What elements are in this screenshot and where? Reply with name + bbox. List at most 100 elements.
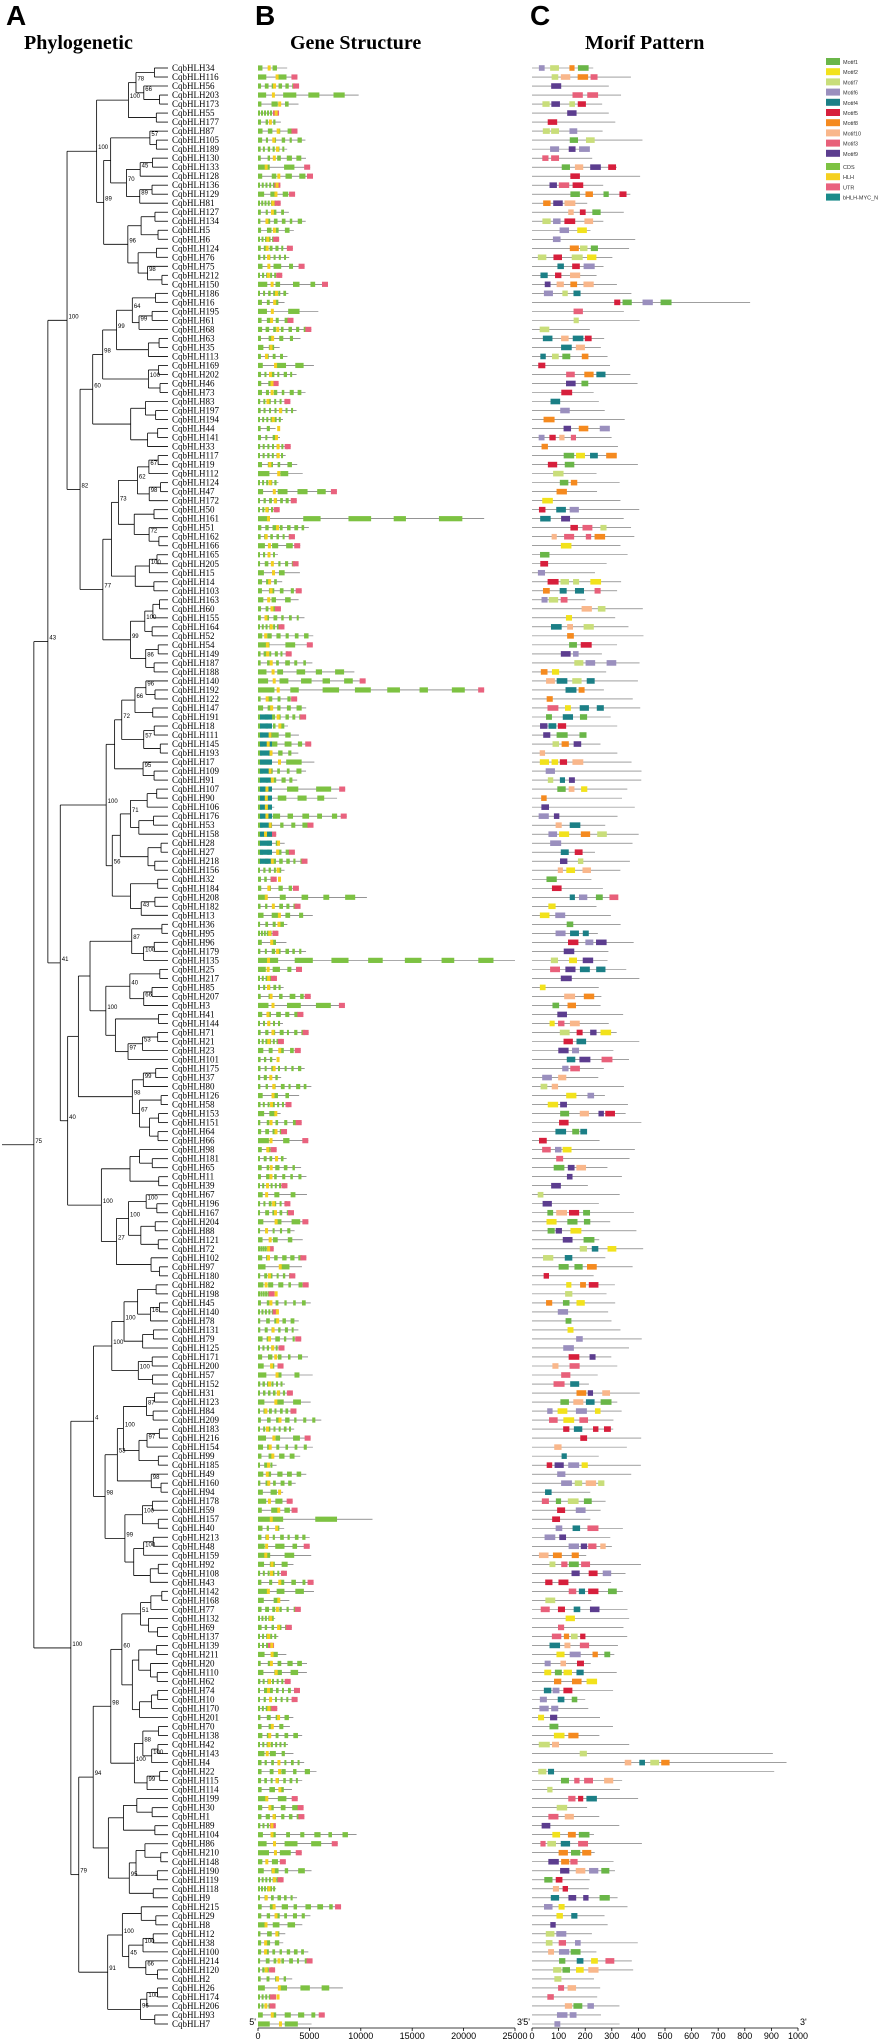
gene-label: CqbHLH205: [172, 559, 219, 569]
domain-hlh: [270, 1101, 274, 1108]
exon-cds: [267, 110, 270, 116]
motif-legend-swatch: [826, 88, 840, 96]
exon-cds: [269, 407, 272, 414]
motif-box: [562, 1300, 570, 1306]
exon-cds: [297, 1660, 302, 1667]
exon-cds: [292, 1805, 299, 1811]
bootstrap-value: 100: [151, 560, 162, 566]
exon-cds: [301, 1300, 306, 1306]
domain-hlh: [273, 83, 277, 89]
motif-box: [548, 1813, 559, 1820]
motif-box: [605, 1958, 615, 1964]
exon-cds: [275, 281, 281, 287]
motif-box: [557, 786, 566, 792]
exon-cds: [280, 498, 283, 504]
gene-label: CqbHLH58: [172, 1100, 215, 1110]
exon-cds: [258, 705, 264, 711]
exon-cds: [272, 552, 275, 558]
gene-structure-tick-label: 25000: [502, 2031, 527, 2039]
exon-cds: [269, 498, 272, 504]
domain-hlh: [269, 1516, 273, 1522]
exon-utr: [478, 687, 485, 693]
exon-cds: [298, 1174, 302, 1180]
motif-box: [571, 1570, 580, 1577]
exon-cds: [270, 1489, 277, 1495]
gene-label: CqbHLH135: [172, 955, 219, 965]
motif-box: [584, 1777, 593, 1784]
exon-cds: [258, 245, 261, 251]
exon-cds: [292, 1543, 298, 1549]
gene-label: CqbHLH121: [172, 1235, 219, 1245]
gene-label: CqbHLH86: [172, 1839, 215, 1849]
exon-cds: [273, 254, 276, 260]
motif-box: [540, 272, 548, 279]
motif-box: [543, 1273, 549, 1279]
motif-box: [545, 1489, 552, 1495]
exon-cds: [258, 1408, 260, 1414]
motif-box: [573, 651, 579, 657]
exon-cds: [268, 1426, 271, 1432]
exon-cds: [258, 1138, 269, 1144]
exon-cds: [265, 1606, 270, 1612]
exon-cds: [258, 471, 270, 477]
motif-box: [579, 209, 586, 216]
motif-box: [548, 597, 559, 603]
domain-hlh: [276, 1994, 280, 2000]
domain-hlh: [266, 741, 270, 747]
exon-cds: [258, 1020, 260, 1027]
gene-label: CqbHLH102: [172, 1253, 219, 1263]
motif-box: [573, 317, 579, 324]
domain-hlh: [268, 480, 272, 486]
exon-cds: [258, 1002, 269, 1009]
motif-box: [583, 1209, 591, 1216]
domain-bhlh-myc-n: [260, 750, 272, 756]
gene-label: CqbHLH1: [172, 1812, 210, 1822]
exon-cds: [282, 191, 289, 197]
exon-cds: [258, 1868, 264, 1874]
gene-label: CqbHLH184: [172, 883, 219, 893]
motif-box: [568, 939, 579, 946]
exon-cds: [258, 191, 265, 197]
motif-box: [569, 957, 577, 964]
motif-tick-label: 900: [764, 2031, 779, 2039]
gene-label: CqbHLH166: [172, 541, 219, 551]
exon-utr: [338, 1002, 345, 1009]
domain-hlh: [271, 1029, 275, 1036]
exon-cds: [258, 389, 262, 396]
exon-cds: [263, 254, 266, 260]
exon-cds: [279, 678, 289, 684]
domain-hlh: [273, 299, 277, 305]
gene-label: CqbHLH32: [172, 874, 215, 884]
motif-box: [537, 569, 546, 576]
gene-label: CqbHLH30: [172, 1803, 215, 1813]
exon-cds: [262, 452, 265, 459]
motif-box: [569, 642, 577, 648]
domain-hlh: [269, 1138, 273, 1144]
motif-tick-label: 500: [657, 2031, 672, 2039]
gene-label: CqbHLH38: [172, 1938, 215, 1948]
gene-label: CqbHLH188: [172, 667, 219, 677]
exon-cds: [258, 1147, 262, 1153]
exon-cds: [478, 957, 494, 963]
exon-cds: [266, 930, 269, 936]
exon-cds: [317, 489, 326, 495]
motif-box: [639, 1759, 645, 1766]
motif-box: [563, 1633, 570, 1640]
exon-cds: [301, 894, 309, 900]
motif-box: [544, 1534, 556, 1541]
domain-hlh: [277, 1759, 281, 1766]
motif-box: [573, 741, 582, 747]
exon-cds: [285, 83, 289, 89]
motif-box: [541, 1822, 551, 1829]
bootstrap-value: 82: [82, 483, 89, 489]
motif-box: [600, 1399, 612, 1405]
exon-cds: [281, 209, 284, 215]
exon-cds: [278, 570, 285, 576]
exon-cds: [258, 1309, 260, 1315]
bootstrap-value: 96: [147, 682, 154, 688]
exon-cds: [296, 669, 306, 675]
exon-cds: [264, 1778, 267, 1784]
exon-cds: [264, 1309, 267, 1315]
motif-box: [576, 1336, 583, 1342]
exon-cds: [285, 1444, 289, 1450]
